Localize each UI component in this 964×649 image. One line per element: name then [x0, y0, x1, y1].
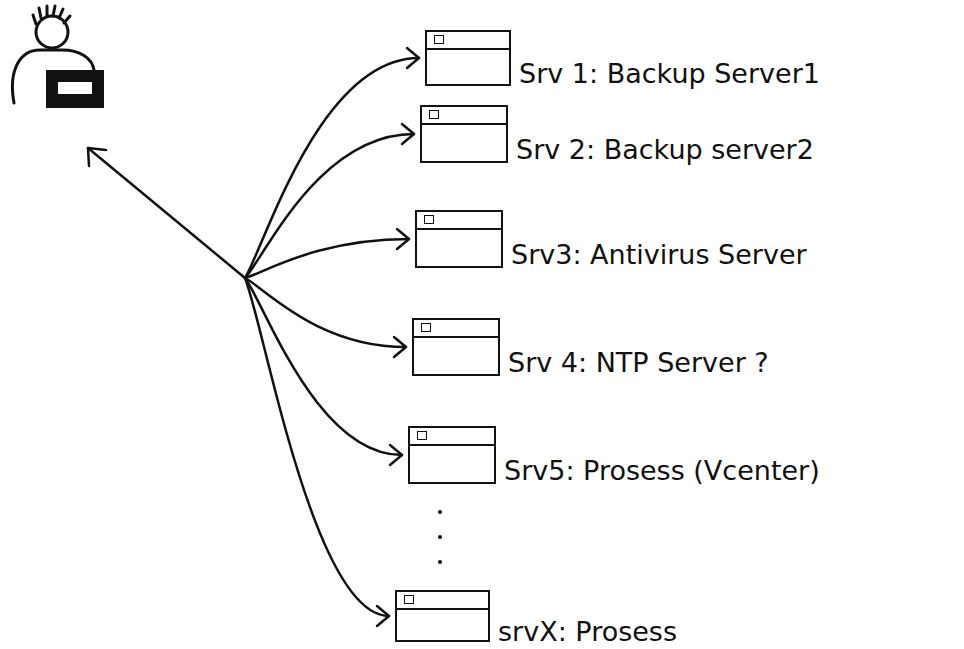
laptop: [46, 70, 104, 108]
server-window: Srv 4: NTP Server ?: [412, 318, 500, 376]
window-badge: [404, 595, 414, 604]
arrow-head: [407, 48, 419, 68]
fan-line: [88, 148, 245, 278]
window-badge: [424, 215, 434, 224]
arrow-head: [88, 148, 106, 166]
arrow-head: [377, 606, 389, 626]
server-window: Srv3: Antivirus Server: [415, 210, 503, 268]
window-badge: [434, 35, 444, 44]
title-bar: [417, 228, 501, 230]
window-badge: [417, 431, 427, 440]
ellipsis-dots: [438, 510, 442, 564]
arrow-head: [390, 445, 402, 465]
server-window: Srv 2: Backup server2: [420, 105, 508, 163]
window-icon: [412, 318, 500, 376]
window-icon: [425, 30, 511, 86]
server-label: srvX: Prosess: [498, 616, 677, 648]
server-window: Srv 1: Backup Server1: [425, 30, 511, 86]
title-bar: [397, 608, 488, 610]
window-icon: [420, 105, 508, 163]
window-icon: [415, 210, 503, 268]
window-icon: [408, 426, 496, 484]
server-label: Srv3: Antivirus Server: [511, 239, 807, 271]
laptop-screen: [58, 82, 92, 94]
window-badge: [421, 323, 431, 332]
server-label: Srv 1: Backup Server1: [519, 58, 820, 90]
title-bar: [427, 48, 509, 50]
title-bar: [422, 123, 506, 125]
fan-line: [245, 58, 419, 278]
fan-line: [245, 278, 406, 347]
server-window: srvX: Prosess: [395, 590, 490, 642]
arrow-head: [402, 124, 414, 144]
fan-line: [245, 239, 409, 278]
fan-line: [245, 134, 414, 278]
server-label: Srv 2: Backup server2: [516, 134, 814, 166]
title-bar: [414, 336, 498, 338]
window-icon: [395, 590, 490, 642]
title-bar: [410, 444, 494, 446]
server-window: Srv5: Prosess (Vcenter): [408, 426, 496, 484]
server-label: Srv 4: NTP Server ?: [508, 347, 769, 379]
window-badge: [429, 110, 439, 119]
server-label: Srv5: Prosess (Vcenter): [504, 455, 820, 487]
arrow-head: [397, 229, 409, 249]
fan-line: [245, 278, 389, 616]
arrow-head: [394, 337, 406, 357]
